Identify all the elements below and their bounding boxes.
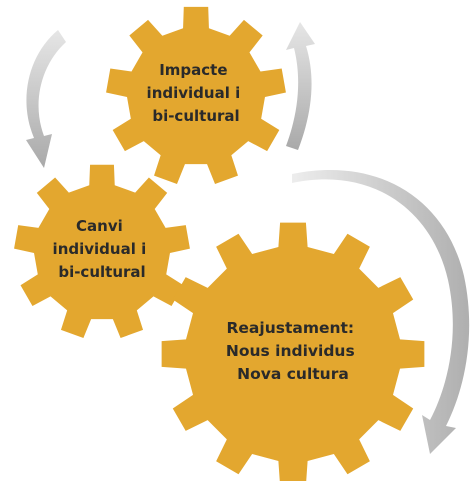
gear-left-label: Canvi individual i bi-cultural — [53, 217, 152, 281]
gear-left-shape — [14, 164, 190, 339]
gear-big-label: Reajustament: Nous individus Nova cultur… — [226, 319, 360, 383]
gear-top-label: Impacte individual i bi-cultural — [147, 61, 246, 125]
gear-top-shape — [106, 6, 286, 184]
gear-big-shape — [161, 222, 425, 481]
gear-top: Impacte individual i bi-cultural — [106, 6, 286, 184]
gear-left: Canvi individual i bi-cultural — [14, 164, 190, 339]
left-arrow — [26, 30, 66, 168]
gear-big: Reajustament: Nous individus Nova cultur… — [161, 222, 425, 481]
top-right-arrow — [286, 22, 315, 150]
